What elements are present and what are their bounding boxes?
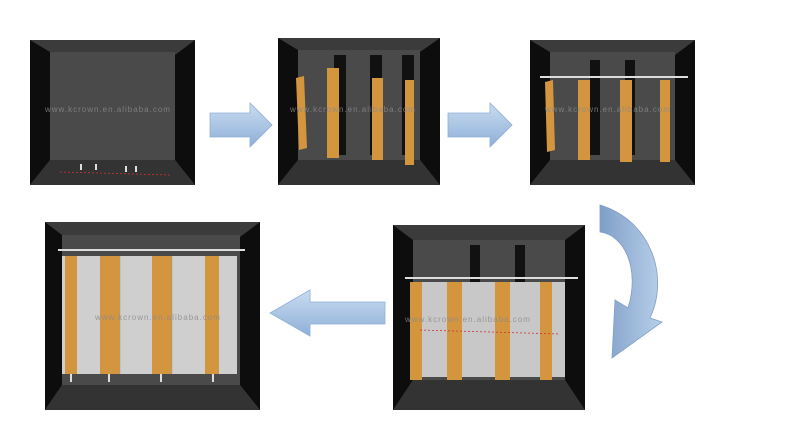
watermark: www.kcrown.en.alibaba.com — [289, 105, 416, 114]
step-3-headrail: www.kcrown.en.alibaba.com — [530, 40, 695, 185]
step-2-pilasters: www.kcrown.en.alibaba.com — [278, 38, 440, 185]
step-5-complete-cubicles: www.kcrown.en.alibaba.com — [45, 222, 260, 410]
watermark: www.kcrown.en.alibaba.com — [44, 105, 171, 114]
arrow-right-icon — [209, 102, 273, 148]
step-1-empty-room: www.kcrown.en.alibaba.com — [30, 40, 195, 185]
curved-arrow-down-icon — [599, 204, 663, 359]
step-4-partition-panels: www.kcrown.en.alibaba.com — [393, 225, 585, 410]
arrow-right-icon — [447, 102, 513, 148]
watermark: www.kcrown.en.alibaba.com — [544, 105, 671, 114]
watermark: www.kcrown.en.alibaba.com — [404, 315, 531, 324]
watermark: www.kcrown.en.alibaba.com — [94, 313, 221, 322]
arrow-left-icon — [269, 289, 386, 337]
